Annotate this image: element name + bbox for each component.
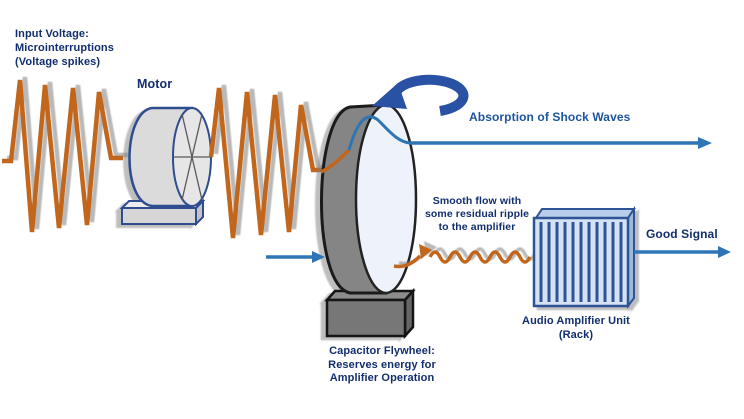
ripple-note-line3: to the amplifier (438, 221, 516, 233)
noisy-wave-mid (208, 87, 322, 239)
ripple-note-line1: Smooth flow with (432, 195, 522, 207)
smoothed-wave (320, 115, 411, 174)
clean-line-top (410, 137, 712, 149)
ripple-note-line2: some residual ripple (424, 208, 530, 220)
fan-spokes-icon (173, 113, 211, 201)
heatsink-fins-icon (539, 222, 623, 302)
capacitor-caption-line1: Capacitor Flywheel: (329, 345, 435, 357)
amplifier-label-line2: (Rack) (558, 329, 594, 341)
amplifier-label: Audio Amplifier Unit (Rack) (504, 314, 648, 342)
input-source-line1: Input Voltage: (15, 28, 89, 40)
input-source-label: Input Voltage: Microinterruptions (Volta… (15, 27, 114, 69)
ripple-wave (393, 244, 532, 269)
capacitor-caption-line2: Reserves energy for (328, 358, 436, 371)
motor-label: Motor (137, 77, 173, 91)
input-source-line2: Microinterruptions (15, 42, 114, 54)
capacitor-caption-line3: Amplifier Operation (329, 372, 435, 384)
noisy-input-wave (2, 79, 123, 233)
flywheel-capacitor-graphic (320, 103, 418, 340)
amplifier-heatsink-graphic (532, 205, 636, 309)
amplifier-label-line1: Audio Amplifier Unit (522, 315, 630, 327)
feed-line-bottom (266, 251, 325, 263)
ripple-note-label: Smooth flow with some residual ripple to… (418, 195, 536, 234)
shock-absorption-label: Absorption of Shock Waves (469, 110, 631, 124)
rotation-arrow-icon (372, 74, 469, 116)
output-line (634, 246, 731, 258)
motor-graphic (119, 106, 212, 227)
output-signal-label: Good Signal (646, 227, 718, 241)
capacitor-caption: Capacitor Flywheel: Reserves energy for … (320, 345, 444, 386)
input-source-line3: (Voltage spikes) (15, 56, 101, 68)
